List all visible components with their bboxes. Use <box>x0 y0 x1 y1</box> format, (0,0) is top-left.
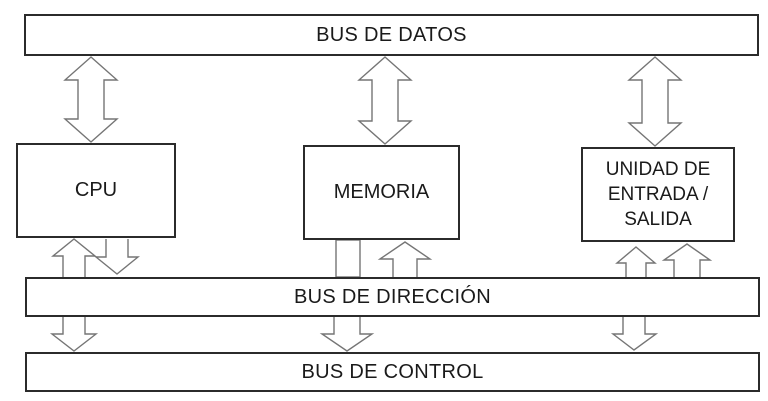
io-datos-double-arrow <box>627 56 683 147</box>
bus-datos-label: BUS DE DATOS <box>316 23 467 46</box>
cpu-direccion-down-arrow <box>94 239 140 275</box>
memoria-direccion-plain-connector <box>335 239 361 278</box>
memoria-direccion-up-arrow <box>377 241 433 277</box>
bus-direccion-label: BUS DE DIRECCIÓN <box>293 285 492 308</box>
cpu-datos-double-arrow <box>63 56 119 143</box>
memoria-datos-double-arrow <box>357 56 413 145</box>
io-label-line-3: SALIDA <box>624 209 692 230</box>
bus-datos-bar: BUS DE DATOS <box>24 14 759 56</box>
cpu-direccion-up-arrow <box>51 238 97 277</box>
cpu-label: CPU <box>74 179 118 201</box>
direccion-control-down-arrow-left <box>49 317 99 352</box>
io-label-line-2: ENTRADA / <box>607 184 709 205</box>
io-label-line-1: UNIDAD DE <box>605 159 711 180</box>
bus-direccion-bar: BUS DE DIRECCIÓN <box>25 277 760 317</box>
direccion-control-down-arrow-center <box>319 317 375 352</box>
cpu-box: CPU <box>16 143 176 238</box>
bus-control-bar: BUS DE CONTROL <box>25 352 760 392</box>
io-direccion-up-arrow-1 <box>615 246 657 277</box>
memoria-label: MEMORIA <box>333 181 430 203</box>
bus-control-label: BUS DE CONTROL <box>301 360 484 383</box>
direccion-control-down-arrow-right <box>610 317 659 351</box>
memoria-box: MEMORIA <box>303 145 460 240</box>
io-direccion-up-arrow-2 <box>661 243 713 277</box>
io-box: UNIDAD DE ENTRADA / SALIDA <box>581 147 735 242</box>
